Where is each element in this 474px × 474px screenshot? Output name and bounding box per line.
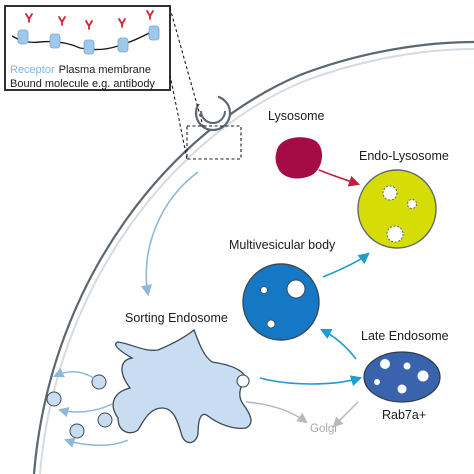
endo-lysosome-label: Endo-Lysosome — [359, 149, 449, 163]
receptor-icon — [17, 25, 160, 55]
recycling-vesicle — [69, 423, 85, 439]
arrow-recycling-mid — [57, 403, 113, 418]
legend-bound-label: Bound molecule e.g. antibody — [10, 78, 155, 90]
arrow-mvb-to-endolysosome — [322, 252, 370, 278]
sorting-endosome-label: Sorting Endosome — [125, 311, 228, 325]
arrow-sorting-to-late-endosome — [259, 375, 363, 386]
legend-membrane-label: Plasma membrane — [59, 64, 151, 76]
recycling-vesicle — [46, 391, 62, 407]
legend-receptor-label: Receptor — [10, 64, 55, 76]
arrow-lysosome-to-endolysosome — [318, 169, 361, 187]
arrow-recycling-bottom — [64, 437, 129, 448]
zoom-connector-bottom — [169, 74, 188, 160]
membrane-line — [11, 27, 159, 51]
zoom-connector-top — [169, 7, 204, 127]
lysosome — [275, 137, 323, 179]
arrow-late-endosome-to-mvb — [319, 328, 357, 360]
lysosome-label: Lysosome — [268, 109, 325, 123]
late-endosome-label: Late Endosome — [361, 329, 449, 343]
antibody-icon — [25, 10, 154, 30]
endo-lysosome — [357, 169, 437, 249]
recycling-vesicle — [91, 374, 107, 390]
cell-membrane-shadow — [39, 48, 474, 474]
arrow-pit-to-sorting — [140, 171, 199, 297]
sorting-endosome — [112, 328, 252, 444]
rab7a-label: Rab7a+ — [382, 408, 426, 422]
endocytic-pit — [194, 94, 232, 132]
cell-membrane — [32, 40, 474, 474]
recycling-vesicle — [97, 412, 113, 428]
arrow-sorting-to-golgi — [245, 401, 308, 424]
multivesicular-body-label: Multivesicular body — [229, 238, 336, 252]
legend-panel: Receptor Plasma membrane Bound molecule e… — [4, 5, 171, 91]
arrow-recycling-left — [53, 367, 95, 379]
late-endosome — [363, 351, 441, 403]
multivesicular-body — [242, 263, 320, 341]
sorting-endosome-notch — [236, 374, 250, 388]
golgi-label: Golgi — [310, 423, 337, 435]
arrow-late-endosome-to-golgi — [332, 401, 359, 428]
